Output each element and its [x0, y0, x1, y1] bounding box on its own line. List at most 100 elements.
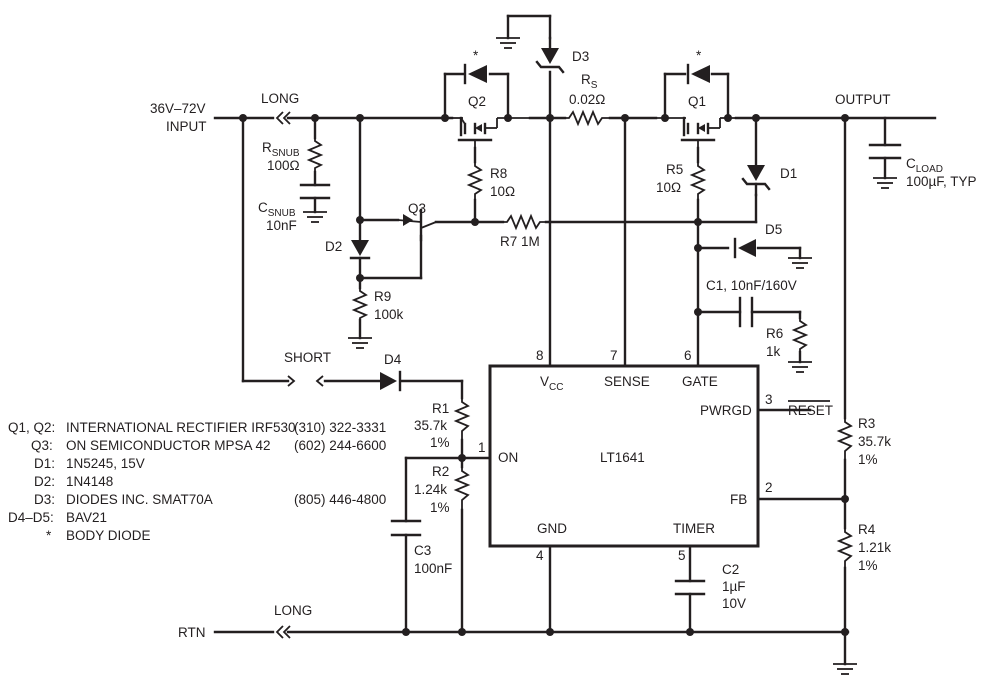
- bom-phone: (805) 446-4800: [294, 492, 386, 507]
- d3-zener: [535, 36, 565, 74]
- bom-ref: D2:: [34, 474, 55, 489]
- r4-resistor: [836, 528, 854, 568]
- input-label: INPUT: [166, 119, 207, 134]
- pin-vcc-label: VCC: [540, 374, 563, 393]
- d1-label: D1: [780, 166, 797, 181]
- r2-tolerance: 1%: [430, 500, 450, 515]
- d5-label: D5: [765, 222, 782, 237]
- r6-ground-icon: [787, 361, 813, 373]
- rs-label: RS: [581, 72, 598, 91]
- pin-timer-label: TIMER: [673, 521, 715, 536]
- r1-label: R1: [432, 401, 449, 416]
- pin-2-number: 2: [765, 480, 773, 495]
- csnub-value: 10nF: [266, 218, 297, 233]
- pin-6-number: 6: [684, 348, 692, 363]
- q1-label: Q1: [688, 94, 706, 109]
- pin-7-number: 7: [610, 348, 618, 363]
- r5-label: R5: [666, 162, 683, 177]
- r1-tolerance: 1%: [430, 435, 450, 450]
- lt1641-chip: [488, 364, 760, 548]
- cload-capacitor: [868, 143, 902, 160]
- q2-body-diode: [463, 63, 487, 85]
- long-pin-top-symbol: [275, 111, 291, 125]
- d5-ground-icon: [787, 257, 813, 269]
- wires: [213, 14, 937, 666]
- r4-label: R4: [858, 522, 876, 537]
- bom-phone: (310) 322-3331: [294, 420, 386, 435]
- rsnub-label: RSNUB: [262, 140, 300, 159]
- d4-label: D4: [384, 352, 402, 367]
- pin-1-number: 1: [478, 440, 486, 455]
- c3-value: 100nF: [414, 561, 452, 576]
- bom-part: 1N5245, 15V: [66, 456, 145, 471]
- bom-ref: D4–D5:: [8, 510, 54, 525]
- q1-body-diode: [686, 63, 710, 85]
- long-top-label: LONG: [261, 91, 299, 106]
- bom-list: Q1, Q2: INTERNATIONAL RECTIFIER IRF530 (…: [8, 420, 386, 543]
- pin-gnd-label: GND: [537, 521, 567, 536]
- d3-label: D3: [572, 49, 589, 64]
- c2-label: C2: [722, 562, 739, 577]
- c2-value: 1µF: [722, 579, 746, 594]
- csnub-capacitor: [299, 183, 331, 200]
- r2-label: R2: [432, 464, 449, 479]
- bom-ref: D3:: [34, 492, 55, 507]
- r3-value: 35.7k: [858, 434, 891, 449]
- bom-phone: (602) 244-6600: [294, 438, 386, 453]
- c1-label: C1, 10nF/160V: [706, 278, 797, 293]
- r6-value: 1k: [766, 344, 781, 359]
- d3-ground-icon: [495, 37, 521, 49]
- r4-value: 1.21k: [858, 540, 891, 555]
- bom-part: BAV21: [66, 510, 107, 525]
- r3-label: R3: [858, 416, 875, 431]
- reset-label: RESET: [788, 403, 833, 418]
- d1-zener: [741, 165, 771, 197]
- q1-star: *: [696, 48, 702, 63]
- bom-part: 1N4148: [66, 474, 113, 489]
- q2-mosfet: [452, 116, 530, 148]
- c1-capacitor: [738, 296, 754, 328]
- r8-value: 10Ω: [490, 184, 515, 199]
- chip-name: LT1641: [600, 450, 645, 465]
- cload-value: 100µF, TYP: [906, 174, 977, 189]
- bom-ref: Q1, Q2:: [8, 420, 55, 435]
- junctions: [239, 114, 849, 636]
- pin-sense-label: SENSE: [604, 374, 650, 389]
- d2-label: D2: [325, 239, 342, 254]
- pin-gate-label: GATE: [682, 374, 718, 389]
- c3-capacitor: [390, 519, 422, 537]
- bom-ref: *: [46, 528, 52, 543]
- r1-resistor: [453, 398, 471, 440]
- rs-resistor: [565, 109, 610, 127]
- bom-part: DIODES INC. SMAT70A: [66, 492, 213, 507]
- long-bottom-label: LONG: [274, 603, 312, 618]
- r8-label: R8: [490, 166, 507, 181]
- r2-resistor: [453, 467, 471, 510]
- main-ground-icon: [832, 663, 858, 675]
- cload-ground-icon: [872, 177, 898, 189]
- bom-part: INTERNATIONAL RECTIFIER IRF530: [66, 420, 296, 435]
- q3-transistor: [397, 208, 437, 242]
- c2-voltage: 10V: [722, 596, 746, 611]
- r9-value: 100k: [374, 307, 404, 322]
- pin-3-number: 3: [765, 392, 773, 407]
- pin-4-number: 4: [536, 548, 544, 563]
- pin-fb-label: FB: [730, 492, 747, 507]
- r9-resistor: [351, 288, 369, 320]
- pin-8-number: 8: [536, 348, 544, 363]
- pin-on-label: ON: [498, 450, 518, 465]
- csnub-label: CSNUB: [258, 200, 296, 219]
- q1-mosfet: [656, 116, 736, 148]
- r6-label: R6: [766, 326, 783, 341]
- r7-resistor: [503, 213, 546, 231]
- r3-tolerance: 1%: [858, 452, 878, 467]
- q2-star: *: [473, 48, 479, 63]
- c2-capacitor: [674, 579, 706, 596]
- r5-resistor: [689, 162, 707, 200]
- input-voltage-label: 36V–72V: [150, 101, 206, 116]
- rsnub-resistor: [306, 138, 324, 172]
- q3-label: Q3: [408, 201, 426, 216]
- rs-value: 0.02Ω: [569, 92, 605, 107]
- r9-ground-icon: [347, 337, 373, 349]
